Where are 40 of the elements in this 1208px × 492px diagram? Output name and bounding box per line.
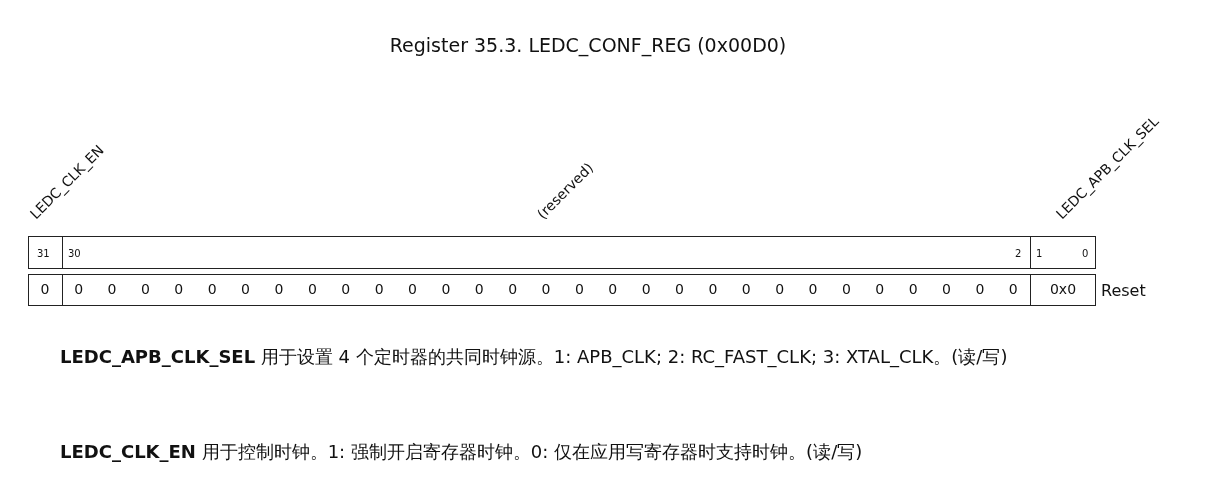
reset-value: 0 (106, 281, 118, 297)
reset-value: 0 (373, 281, 385, 297)
reset-value: 0 (340, 281, 352, 297)
reset-value: 0 (974, 281, 986, 297)
bit-number: 30 (68, 248, 81, 259)
bit-number: 1 (1036, 248, 1043, 259)
row-label: Reset (1101, 281, 1146, 300)
reset-value: 0 (440, 281, 452, 297)
bit-number: 0 (1082, 248, 1089, 259)
register-title: Register 35.3. LEDC_CONF_REG (0x00D0) (388, 34, 788, 56)
reset-value: 0 (941, 281, 952, 297)
reset-value: 0 (39, 281, 51, 297)
field-description: LEDC_CLK_EN 用于控制时钟。1: 强制开启寄存器时钟。0: 仅在应用写寄存器时支持时钟。(读/写) (60, 440, 864, 464)
reset-value: 0 (907, 281, 919, 297)
reset-value: 0 (840, 281, 852, 297)
bit-number: 2 (1015, 248, 1022, 259)
reset-value: 0 (1007, 281, 1019, 297)
reset-value: 0 (306, 281, 318, 297)
reset-value: 0 (807, 281, 819, 297)
reset-value: 0 (707, 281, 719, 297)
reset-value: 0 (206, 281, 218, 297)
bit-number: 31 (37, 248, 50, 259)
reset-value: 0 (73, 281, 85, 297)
reset-value: 0 (407, 281, 418, 297)
reset-value: 0x0 (1048, 281, 1078, 297)
reset-value: 0 (573, 281, 585, 297)
reset-value: 0 (507, 281, 519, 297)
reset-value: 0 (473, 281, 485, 297)
reset-value: 0 (640, 281, 652, 297)
reset-value: 0 (240, 281, 252, 297)
reset-value: 0 (874, 281, 886, 297)
reset-value: 0 (740, 281, 752, 297)
field-description: LEDC_APB_CLK_SEL 用于设置 4 个定时器的共同时钟源。1: APB_CLK; 2: RC_FAST_CLK; 3: XTAL_CLK。(读/写) (60, 345, 1009, 370)
reset-value: 0 (273, 281, 285, 297)
reset-value: 0 (674, 281, 685, 297)
reset-value: 0 (607, 281, 619, 297)
reset-value: 0 (139, 281, 151, 297)
reset-value: 0 (774, 281, 786, 297)
reset-value: 0 (540, 281, 552, 297)
reset-value: 0 (173, 281, 185, 297)
